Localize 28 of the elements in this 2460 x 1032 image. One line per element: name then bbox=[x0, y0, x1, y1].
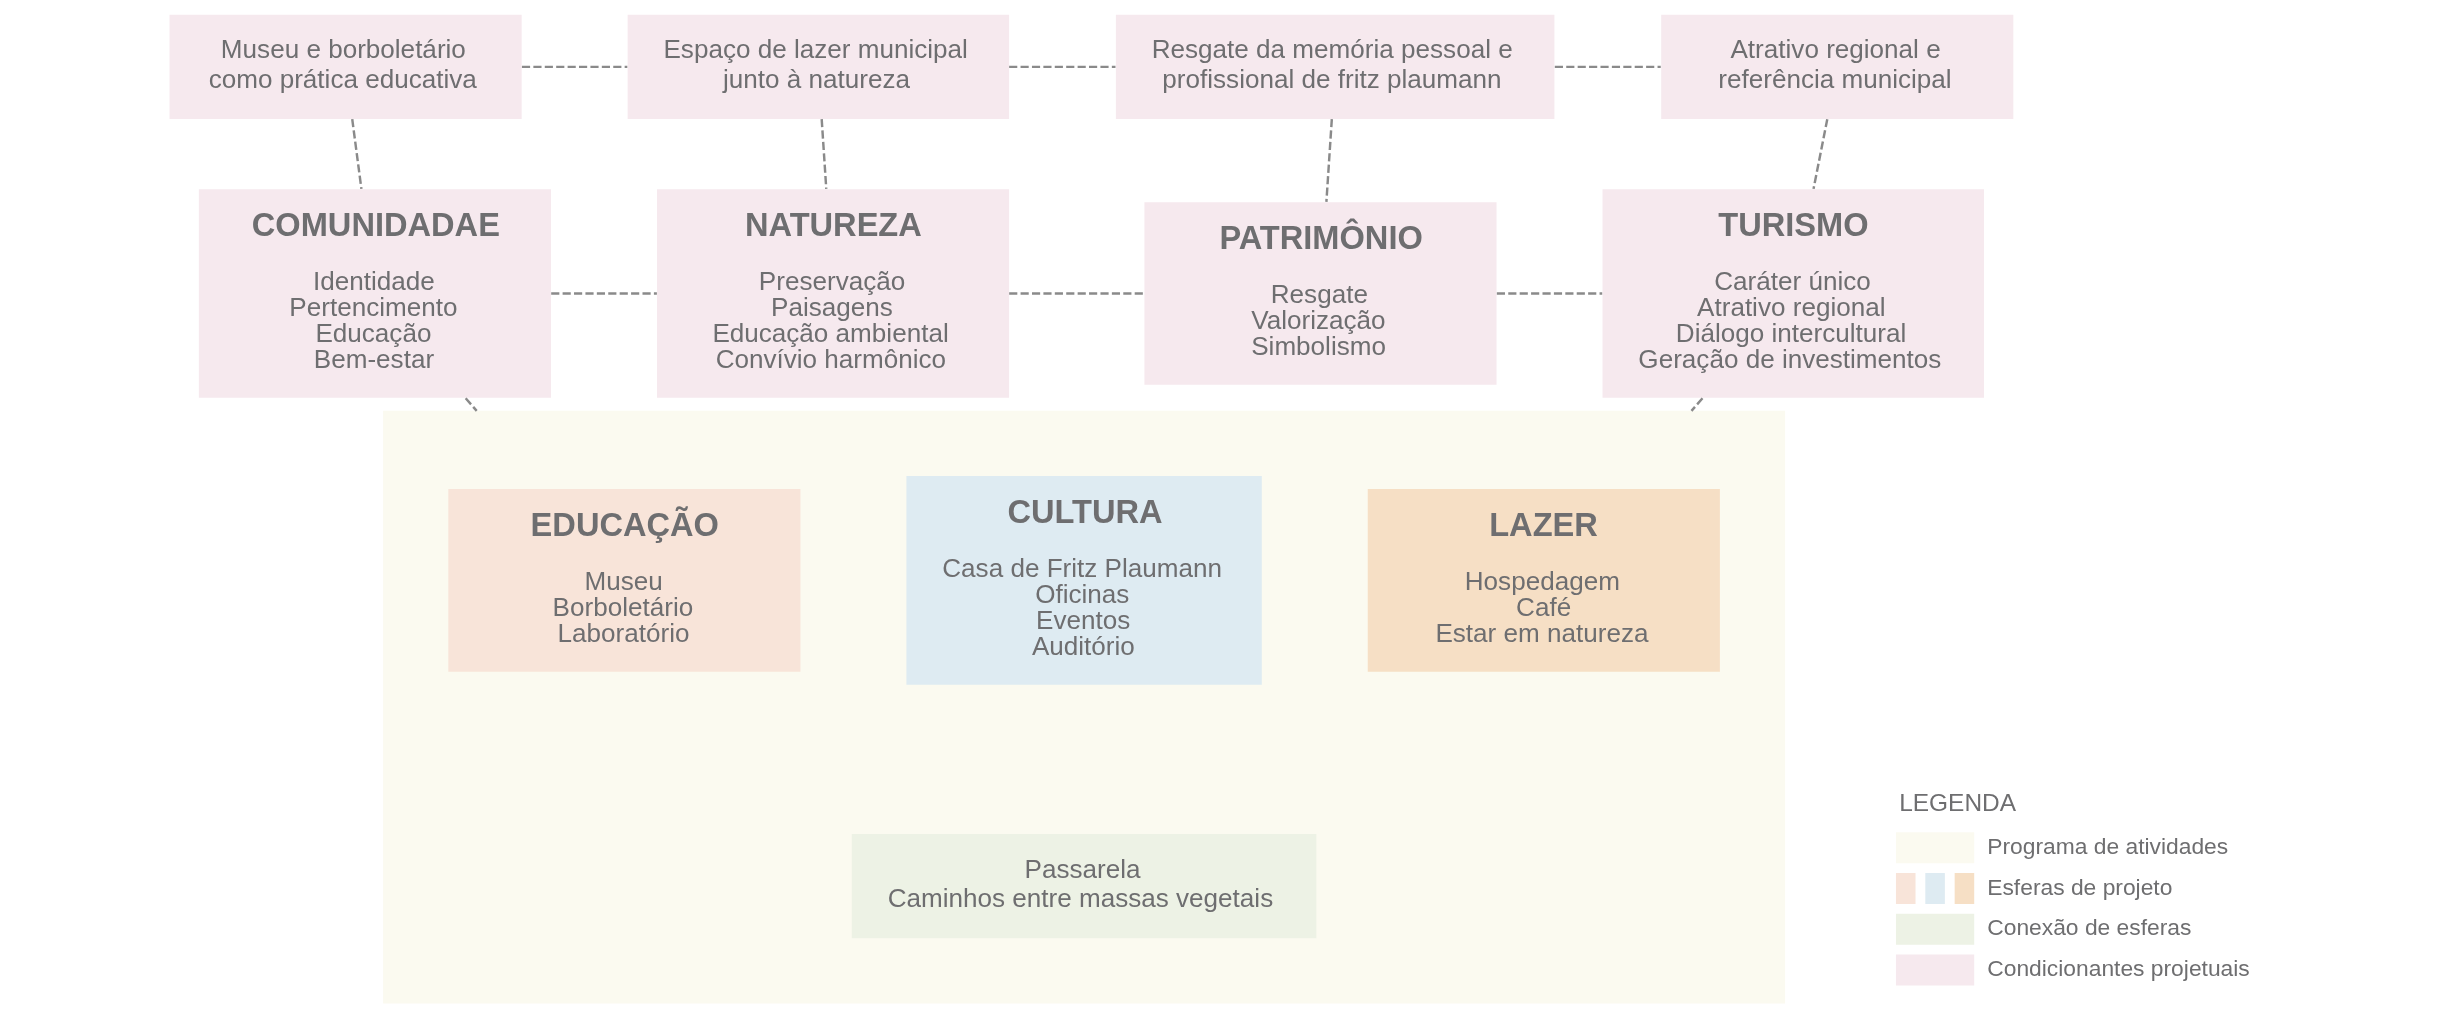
connector bbox=[521, 65, 628, 69]
legend-label: Programa de atividades bbox=[1987, 832, 2229, 859]
label: LEGENDA bbox=[1899, 789, 2017, 817]
node-box: LAZER Hospedagem Café Estar em natureza bbox=[1367, 489, 1720, 672]
connector bbox=[464, 397, 478, 412]
node-box: Museu e borboletário como prática educativa bbox=[169, 14, 522, 120]
legend-label: Condicionantes projetuais bbox=[1987, 955, 2250, 982]
connector bbox=[1812, 118, 1829, 190]
cluster bbox=[383, 410, 1786, 1004]
node-box: COMUNIDADAE Identidade Pertencimento Educação Bem-estar bbox=[198, 189, 551, 398]
connector bbox=[1009, 292, 1145, 295]
node-box: CULTURA Casa de Fritz Plaumann Oficinas Eventos Auditório bbox=[906, 476, 1262, 685]
connector bbox=[1496, 292, 1603, 295]
legend-label: Conexão de esferas bbox=[1987, 914, 2192, 941]
connector bbox=[1325, 119, 1334, 202]
node-box: Espaço de lazer municipal junto à natureza bbox=[627, 14, 1010, 120]
node-box: TURISMO Caráter único Atrativo regional Diálogo intercultural Geração de investimentos bbox=[1602, 189, 1984, 398]
node-box: PATRIMÔNIO Resgate Valorização Simbolismo bbox=[1144, 202, 1497, 385]
connector bbox=[351, 119, 363, 190]
legend-label: Esferas de projeto bbox=[1987, 873, 2173, 900]
node-box: NATUREZA Preservação Paisagens Educação ambiental Convívio harmônico bbox=[656, 189, 1010, 398]
connector bbox=[1009, 65, 1116, 69]
node-box: Atrativo regional e referência municipal bbox=[1661, 14, 2014, 120]
connector bbox=[820, 119, 828, 189]
connector bbox=[1690, 397, 1704, 412]
connector bbox=[1554, 65, 1661, 69]
connector bbox=[551, 292, 657, 295]
node-box: Resgate da memória pessoal e profissional de fritz plaumann bbox=[1115, 14, 1555, 120]
